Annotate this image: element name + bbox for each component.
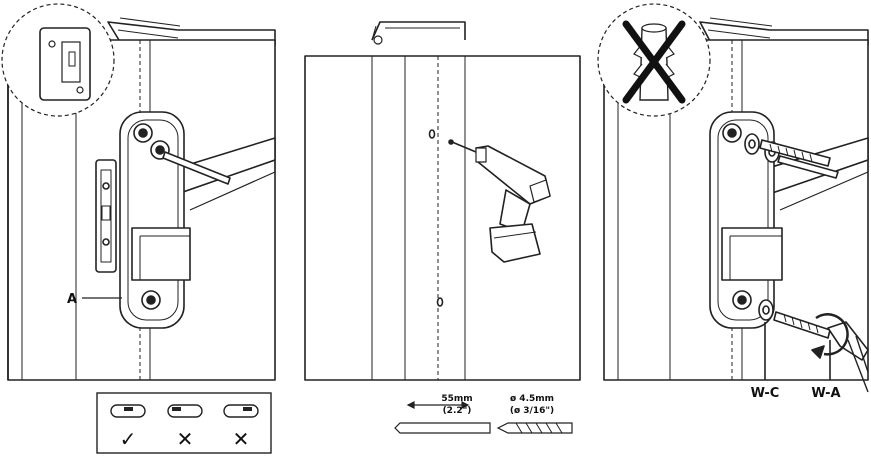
detail-zoom-bracket xyxy=(1,3,115,117)
dim-diameter-in: (ø 3/16") xyxy=(510,406,554,416)
check-wrong-1: ✕ xyxy=(177,427,194,451)
detail-no-wall-plug xyxy=(597,3,711,117)
dim-length-in: (2.2") xyxy=(443,406,472,416)
label-a: A xyxy=(67,292,77,307)
panel-2-drilling xyxy=(304,21,581,381)
vial-wrong-2 xyxy=(223,404,259,418)
panel-1-bracket-leveling xyxy=(7,17,276,381)
check-wrong-2: ✕ xyxy=(233,427,250,451)
check-correct: ✓ xyxy=(120,427,137,451)
panel-3-screwing xyxy=(603,17,869,393)
dim-diameter-mm: ø 4.5mm xyxy=(510,394,554,404)
dim-length-mm: 55mm xyxy=(441,394,472,404)
cross-out-icon xyxy=(622,20,686,104)
label-w-c: W-C xyxy=(751,386,780,401)
level-check-box xyxy=(96,392,272,454)
dimension-length xyxy=(406,401,470,409)
drill-bit-icon xyxy=(496,422,573,434)
label-w-a: W-A xyxy=(811,386,840,401)
screw-length-icon xyxy=(394,422,491,434)
